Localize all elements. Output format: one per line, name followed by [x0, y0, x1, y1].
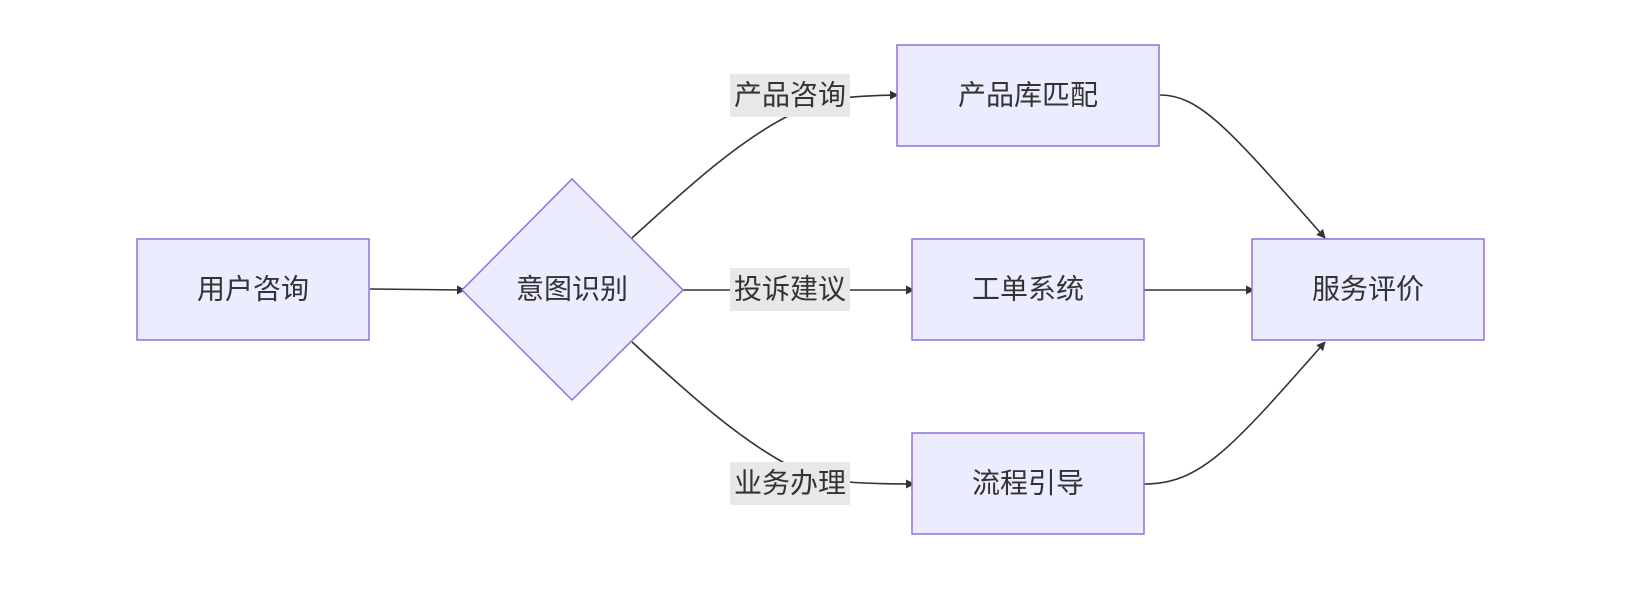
node-service-rating-label: 服务评价: [1312, 273, 1424, 306]
node-process-guide-label: 流程引导: [972, 467, 1084, 500]
node-product-match[interactable]: 产品库匹配: [896, 44, 1160, 147]
node-intent-recognition-label: 意图识别: [516, 273, 628, 306]
edges: [369, 90, 1326, 489]
edge-label-complaint-suggestion: 投诉建议: [730, 268, 850, 311]
edge-product-to-rating: [1159, 94, 1326, 239]
edge-labels: 产品咨询 投诉建议 业务办理: [730, 74, 850, 505]
edge-user-to-intent: [369, 285, 466, 295]
node-product-match-label: 产品库匹配: [958, 79, 1098, 112]
node-ticket-system-label: 工单系统: [972, 273, 1084, 306]
node-user-inquiry[interactable]: 用户咨询: [136, 238, 370, 341]
edge-label-business-handling: 业务办理: [730, 462, 850, 505]
node-process-guide[interactable]: 流程引导: [911, 432, 1145, 535]
node-intent-recognition[interactable]: 意图识别: [460, 177, 685, 402]
edge-label-complaint-suggestion-text: 投诉建议: [734, 273, 846, 306]
nodes: 用户咨询 意图识别 产品库匹配 工单系统 流程引导 服务评价: [136, 44, 1485, 535]
node-service-rating[interactable]: 服务评价: [1251, 238, 1485, 341]
edge-process-to-rating: [1143, 341, 1326, 485]
edge-label-product-inquiry-text: 产品咨询: [734, 79, 846, 112]
edge-label-business-handling-text: 业务办理: [734, 467, 846, 500]
edge-label-product-inquiry: 产品咨询: [730, 74, 850, 117]
node-user-inquiry-label: 用户咨询: [197, 273, 309, 306]
node-ticket-system[interactable]: 工单系统: [911, 238, 1145, 341]
